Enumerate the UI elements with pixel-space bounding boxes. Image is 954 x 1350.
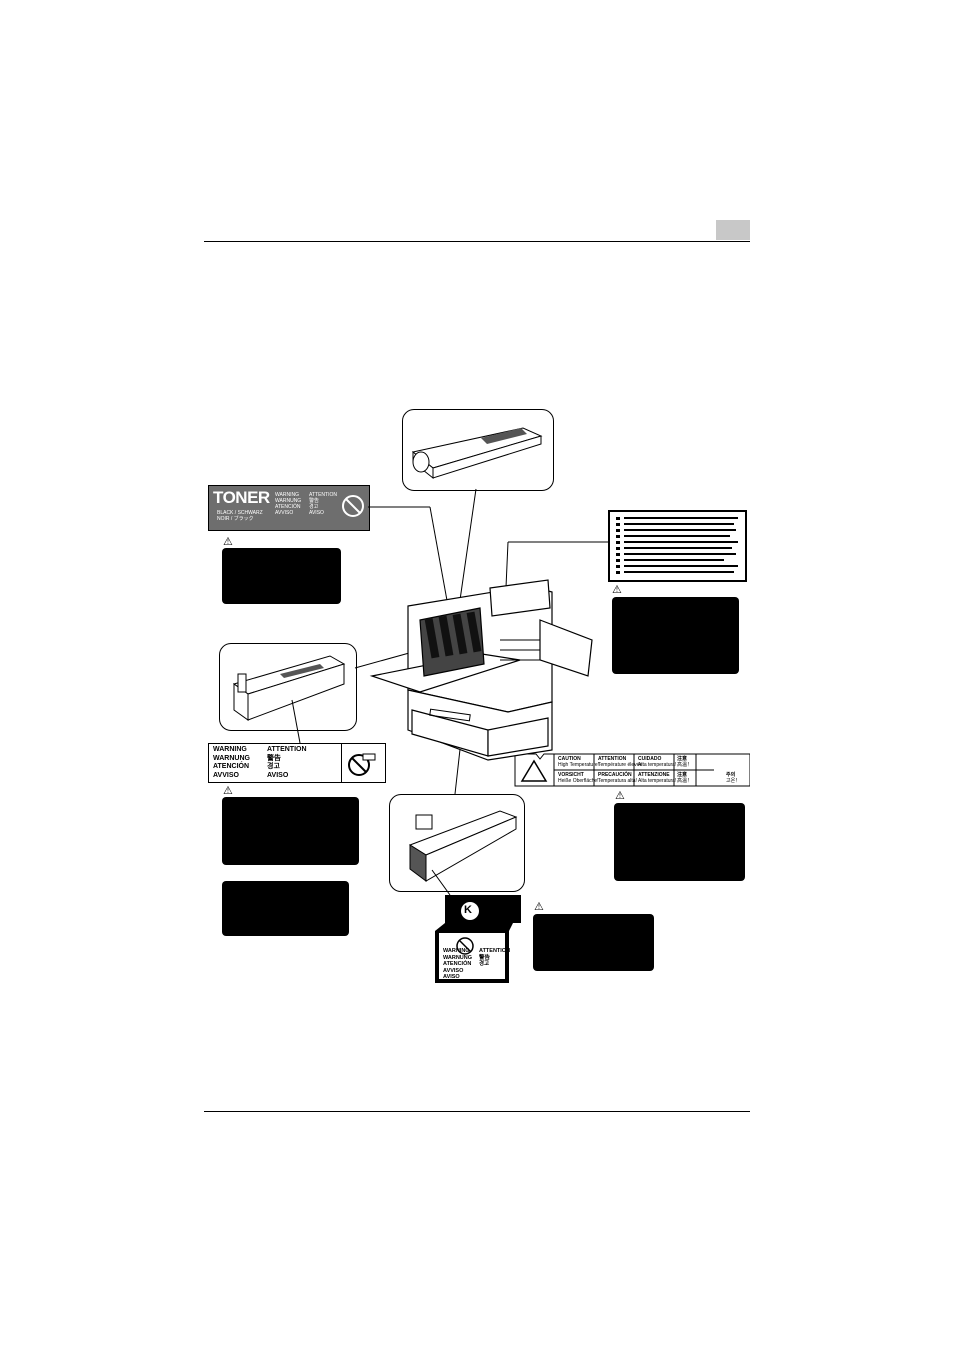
no-fire-icon: [348, 753, 376, 776]
toner-attn-3: 경고: [309, 504, 319, 510]
toner-warning-box: [222, 548, 341, 604]
chapter-tab: [716, 220, 750, 240]
fuser-sub: Temperatura alta!: [598, 778, 637, 784]
waste-toner-image: [232, 655, 346, 721]
drum-label-col1: WARNING WARNUNG ATENCIÓN AVVISO AVISO: [443, 948, 472, 981]
fuser-cell-1: CAUTION High Temperature!: [558, 756, 599, 768]
fuser-sub: Température élevée: [598, 762, 643, 768]
drum-label: K WARNING WARNUNG ATENCIÓN AVVISO AVISO …: [433, 895, 521, 985]
waste-toner-label: WARNING WARNUNG ATENCIÓN AVVISO ATTENTIO…: [208, 743, 386, 783]
fuser-cell-8: 注意 高温！: [677, 772, 692, 784]
fuser-head: 注意: [677, 772, 688, 778]
toner-label-title: TONER: [213, 488, 270, 507]
waste-warn-3: ATENCIÓN: [213, 763, 250, 770]
waste-attn-1: ATTENTION: [267, 746, 307, 753]
fuser-head: ATTENZIONE: [638, 772, 670, 778]
fuser-head: ATTENTION: [598, 756, 627, 762]
fuser-cell-4: 注意 高温！: [677, 756, 692, 768]
toner-warn-3: ATENCIÓN: [275, 504, 301, 510]
warning-triangle-icon: ⚠: [615, 790, 625, 802]
toner-label-color-1: BLACK / SCHWARZ: [217, 510, 263, 516]
drum-attn-3: 경고: [479, 961, 490, 967]
warning-triangle-icon: ⚠: [612, 584, 622, 596]
drum-warning-box: [533, 914, 654, 971]
fuser-head: VORSICHT: [558, 772, 584, 778]
waste-warn-4: AVVISO: [213, 771, 239, 779]
fuser-cell-9: 주의 고온！: [726, 772, 740, 784]
waste-attn-4: AVISO: [267, 771, 289, 779]
fuser-cell-7: ATTENZIONE Alta temperatura!: [638, 772, 676, 784]
fuser-warning-box: [614, 803, 745, 881]
drum-label-shape: [435, 895, 521, 983]
toner-warn-1: WARNING: [275, 492, 299, 498]
toner-label-col1: WARNING WARNUNG ATENCIÓN AVVISO: [275, 492, 301, 516]
toner-cartridge-panel: [402, 409, 554, 491]
fuser-label-frame: [514, 753, 750, 787]
fuser-cell-2: ATTENTION Température élevée: [598, 756, 642, 768]
fuser-cell-6: PRECAUCIÓN Temperatura alta!: [598, 772, 637, 784]
drum-warn-4: AVVISO: [443, 967, 464, 974]
waste-label-col1: WARNING WARNUNG ATENCIÓN AVVISO: [213, 746, 250, 780]
fuser-sub: 高温！: [677, 762, 693, 768]
waste-attn-2: 警告: [267, 754, 281, 762]
waste-attn-3: 경고: [267, 763, 280, 770]
footer-rule: [204, 1111, 750, 1112]
drum-warn-2: WARNUNG: [443, 954, 473, 961]
waste-warn-2: WARNUNG: [213, 754, 250, 762]
toner-label: TONER BLACK / SCHWARZ NOIR / ブラック WARNIN…: [208, 485, 370, 531]
toner-label-col2: ATTENTION 警告 경고 AVISO: [309, 492, 337, 516]
fuser-sub: Heiße Oberfläche!: [558, 778, 599, 784]
warning-triangle-icon: ⚠: [534, 901, 544, 913]
toner-attn-2: 警告: [309, 498, 320, 504]
drum-unit-panel: [389, 794, 525, 892]
drum-warn-3: ATENCIÓN: [443, 961, 472, 967]
fuser-head: CUIDADO: [638, 756, 662, 762]
warning-triangle-icon: ⚠: [223, 785, 233, 797]
toner-attn-4: AVISO: [309, 510, 324, 516]
laser-label-text-lines: [616, 517, 738, 574]
fuser-sub: 고온！: [726, 778, 741, 784]
fuser-head: CAUTION: [558, 756, 581, 762]
fuser-sub: Alta temperatura!: [638, 778, 677, 784]
toner-label-color-2: NOIR / ブラック: [217, 516, 254, 522]
drum-warn-5: AVISO: [443, 974, 460, 980]
laser-caution-label: [608, 510, 747, 582]
fuser-sub: High Temperature!: [558, 762, 600, 768]
drum-unit-image: [408, 810, 518, 882]
fuser-head: 注意: [677, 756, 688, 762]
header-rule: [204, 241, 750, 242]
waste-label-col2: ATTENTION 警告 경고 AVISO: [267, 746, 307, 780]
drum-label-letter: K: [464, 904, 472, 916]
fuser-head: PRECAUCIÓN: [598, 772, 632, 778]
laser-warning-box: [612, 597, 739, 674]
fuser-label: CAUTION High Temperature! ATTENTION Temp…: [514, 753, 750, 787]
waste-warning-box-2: [222, 881, 349, 936]
no-fire-icon: [342, 495, 364, 517]
fuser-cell-3: CUIDADO Alta temperatura!: [638, 756, 676, 768]
drum-warn-1: WARNING: [443, 948, 470, 954]
waste-warn-1: WARNING: [213, 746, 247, 753]
printer-body: [369, 579, 593, 761]
fuser-cell-5: VORSICHT Heiße Oberfläche!: [558, 772, 599, 784]
waste-toner-panel: [219, 643, 357, 731]
drum-attn-2: 警告: [479, 954, 491, 961]
warning-triangle-icon: ⚠: [223, 536, 233, 548]
toner-cartridge-image: [411, 427, 543, 480]
drum-attn-1: ATTENTION: [479, 948, 511, 954]
toner-attn-1: ATTENTION: [309, 492, 337, 498]
toner-warn-4: AVVISO: [275, 510, 294, 516]
fuser-sub: Alta temperatura!: [638, 762, 677, 768]
toner-warn-2: WARNUNG: [275, 498, 302, 504]
fuser-sub: 高温！: [677, 778, 693, 784]
fuser-head: 주의: [726, 772, 736, 778]
waste-warning-box-1: [222, 797, 359, 865]
drum-label-col2: ATTENTION 警告 경고: [479, 948, 510, 968]
